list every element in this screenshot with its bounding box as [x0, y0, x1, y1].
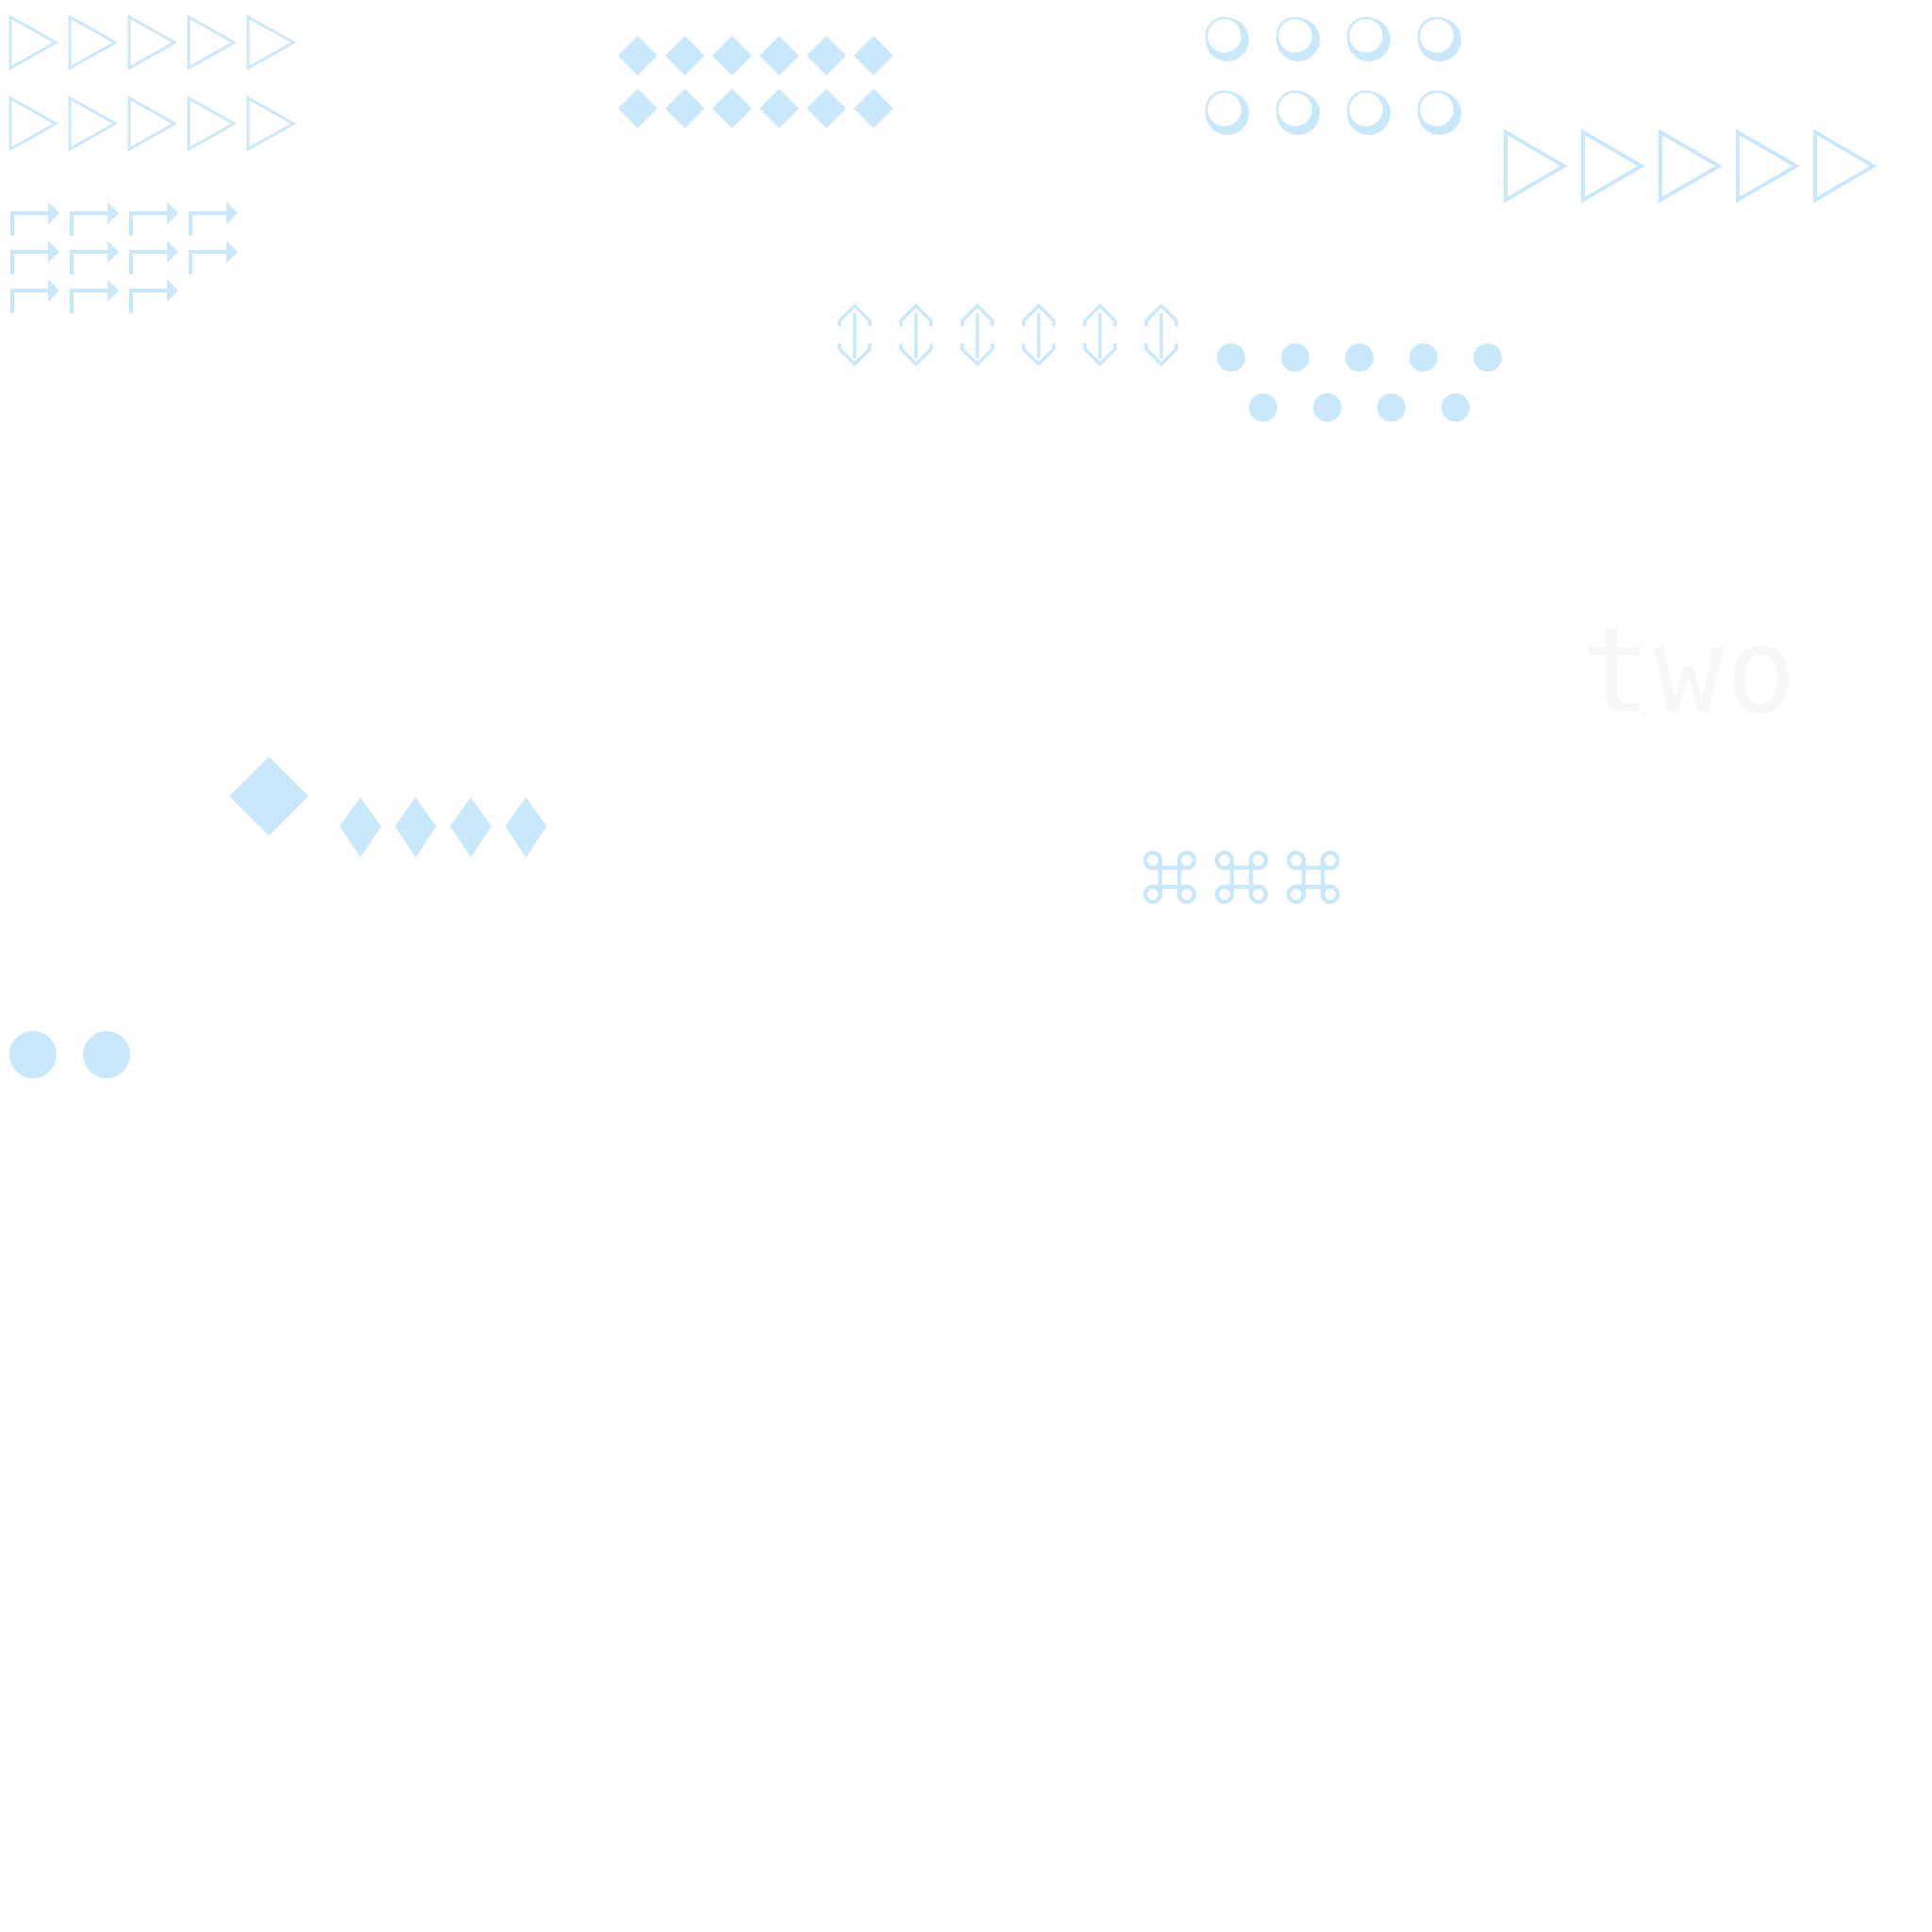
up-down-arrow-icon: [838, 303, 872, 367]
corner-up-right-arrow-icon: [10, 279, 59, 313]
dot-filled-icon: [1217, 343, 1245, 372]
diamond-filled-icon: [807, 36, 846, 75]
dot-filled-icon: [1345, 343, 1374, 372]
circle-outline-icon: [1346, 16, 1391, 61]
faint-word-two: two: [1581, 604, 1798, 740]
corner-up-right-arrow-icon: [129, 202, 178, 236]
diamond-filled-icon: [665, 89, 705, 128]
triangle-right-outline-icon: [68, 14, 119, 71]
diamond-filled-icon: [759, 89, 799, 128]
dot-filled-icon: [1249, 393, 1277, 422]
triangle-right-outline-icon: [246, 95, 297, 152]
up-down-arrow-icon: [960, 303, 994, 367]
corner-up-right-arrow-icon: [129, 241, 178, 275]
dot-filled-icon: [9, 1031, 57, 1078]
circle-outline-icon: [1417, 90, 1461, 135]
corner-up-right-arrow-icon: [189, 202, 238, 236]
dot-filled-icon: [83, 1031, 130, 1078]
command-key-icon: [1214, 850, 1269, 905]
up-down-arrow-icon: [1144, 303, 1178, 367]
corner-up-right-arrow-icon: [189, 241, 238, 275]
dot-filled-icon: [1409, 343, 1438, 372]
diamond-filled-icon: [618, 89, 658, 128]
triangle-right-outline-icon: [246, 14, 297, 71]
diamond-filled-icon: [394, 797, 437, 858]
triangle-right-outline-icon: [1658, 128, 1723, 204]
dot-filled-icon: [1281, 343, 1309, 372]
diamond-filled-icon: [712, 89, 752, 128]
up-down-arrow-icon: [1022, 303, 1056, 367]
circle-outline-icon: [1205, 90, 1249, 135]
triangle-right-outline-icon: [68, 95, 119, 152]
command-key-icon: [1286, 850, 1341, 905]
circle-outline-icon: [1275, 90, 1320, 135]
corner-up-right-arrow-icon: [70, 241, 119, 275]
triangle-right-outline-icon: [127, 95, 178, 152]
corner-up-right-arrow-icon: [129, 279, 178, 313]
corner-up-right-arrow-icon: [70, 279, 119, 313]
triangle-right-outline-icon: [1581, 128, 1645, 204]
diamond-filled-icon: [854, 89, 893, 128]
diamond-filled-icon: [854, 36, 893, 75]
dot-filled-icon: [1377, 393, 1406, 422]
triangle-right-outline-icon: [187, 95, 238, 152]
dot-filled-icon: [1441, 393, 1470, 422]
triangle-right-outline-icon: [127, 14, 178, 71]
diamond-filled-icon: [229, 757, 308, 836]
triangle-right-outline-icon: [187, 14, 238, 71]
dot-filled-icon: [1313, 393, 1341, 422]
triangle-right-outline-icon: [1504, 128, 1568, 204]
triangle-right-outline-icon: [8, 14, 59, 71]
up-down-arrow-icon: [899, 303, 933, 367]
corner-up-right-arrow-icon: [10, 202, 59, 236]
circle-outline-icon: [1205, 16, 1249, 61]
diamond-filled-icon: [618, 36, 658, 75]
triangle-right-outline-icon: [8, 95, 59, 152]
diamond-filled-icon: [340, 797, 381, 858]
corner-up-right-arrow-icon: [70, 202, 119, 236]
dot-filled-icon: [1474, 343, 1502, 372]
diamond-filled-icon: [665, 36, 705, 75]
corner-up-right-arrow-icon: [10, 241, 59, 275]
triangle-right-outline-icon: [1813, 128, 1877, 204]
up-down-arrow-icon: [1083, 303, 1117, 367]
diamond-filled-icon: [712, 36, 752, 75]
circle-outline-icon: [1346, 90, 1391, 135]
diamond-filled-icon: [807, 89, 846, 128]
triangle-right-outline-icon: [1736, 128, 1800, 204]
command-key-icon: [1142, 850, 1197, 905]
diamond-filled-icon: [759, 36, 799, 75]
circle-outline-icon: [1275, 16, 1320, 61]
circle-outline-icon: [1417, 16, 1461, 61]
diamond-filled-icon: [505, 797, 547, 858]
diamond-filled-icon: [450, 797, 491, 858]
